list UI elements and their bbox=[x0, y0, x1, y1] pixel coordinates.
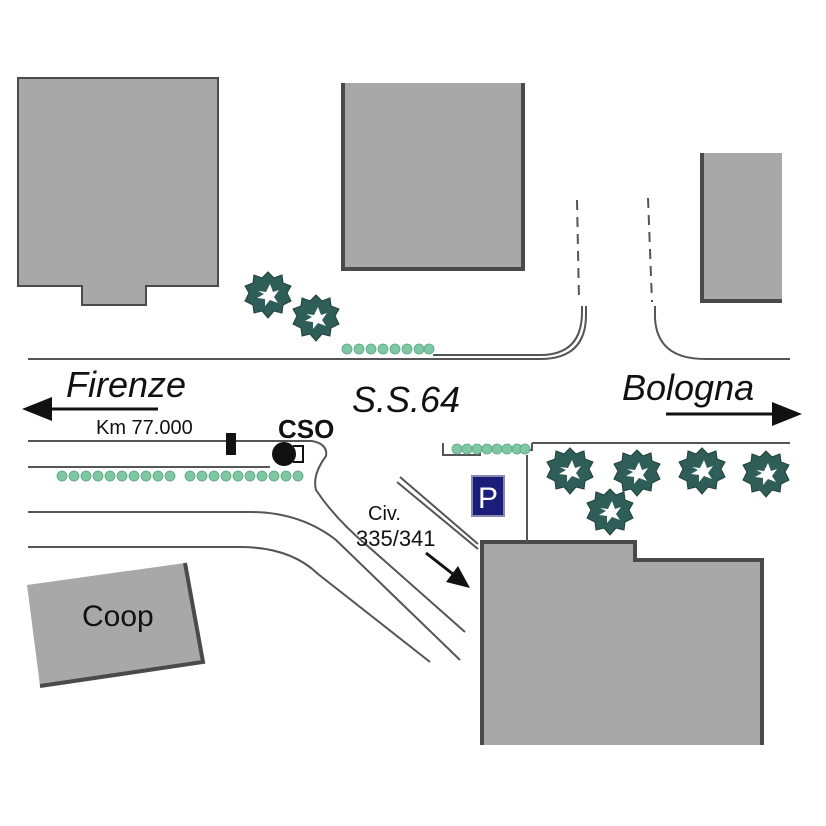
km-marker-label: Km 77.000 bbox=[96, 417, 193, 439]
building-southeast bbox=[482, 542, 762, 745]
station-label: CSO bbox=[278, 414, 334, 444]
tree-icon bbox=[742, 450, 790, 498]
station-marker-icon bbox=[272, 442, 296, 466]
station-marker bbox=[226, 433, 304, 466]
civic-label-line1: Civ. bbox=[368, 503, 401, 525]
building-northeast bbox=[702, 153, 782, 301]
km-marker-post bbox=[226, 433, 236, 455]
tree-icon bbox=[586, 488, 634, 536]
east-direction-label: Bologna bbox=[622, 367, 754, 408]
tree-icon bbox=[546, 447, 594, 495]
east-arrow bbox=[666, 402, 802, 426]
tree-icon bbox=[292, 294, 340, 342]
buildings bbox=[17, 77, 782, 745]
coop-label: Coop bbox=[82, 600, 154, 633]
civic-arrow bbox=[425, 551, 470, 588]
building-coop bbox=[27, 563, 203, 686]
hedge-north bbox=[341, 343, 435, 355]
road-name-label: S.S.64 bbox=[352, 379, 460, 420]
parking-sign: P bbox=[471, 475, 505, 517]
tree-icon bbox=[244, 271, 292, 319]
parking-icon bbox=[471, 475, 505, 517]
roads bbox=[28, 197, 790, 663]
hedge-east bbox=[451, 443, 531, 455]
tree-icon bbox=[678, 447, 726, 495]
tree-icon bbox=[613, 449, 661, 497]
west-arrow bbox=[22, 397, 158, 421]
west-direction-label: Firenze bbox=[66, 364, 186, 405]
building-northwest bbox=[17, 77, 219, 306]
civic-label-line2: 335/341 bbox=[356, 526, 436, 551]
parking-letter: P bbox=[478, 482, 498, 515]
building-north-center bbox=[343, 83, 523, 269]
hedge-south bbox=[56, 470, 304, 482]
